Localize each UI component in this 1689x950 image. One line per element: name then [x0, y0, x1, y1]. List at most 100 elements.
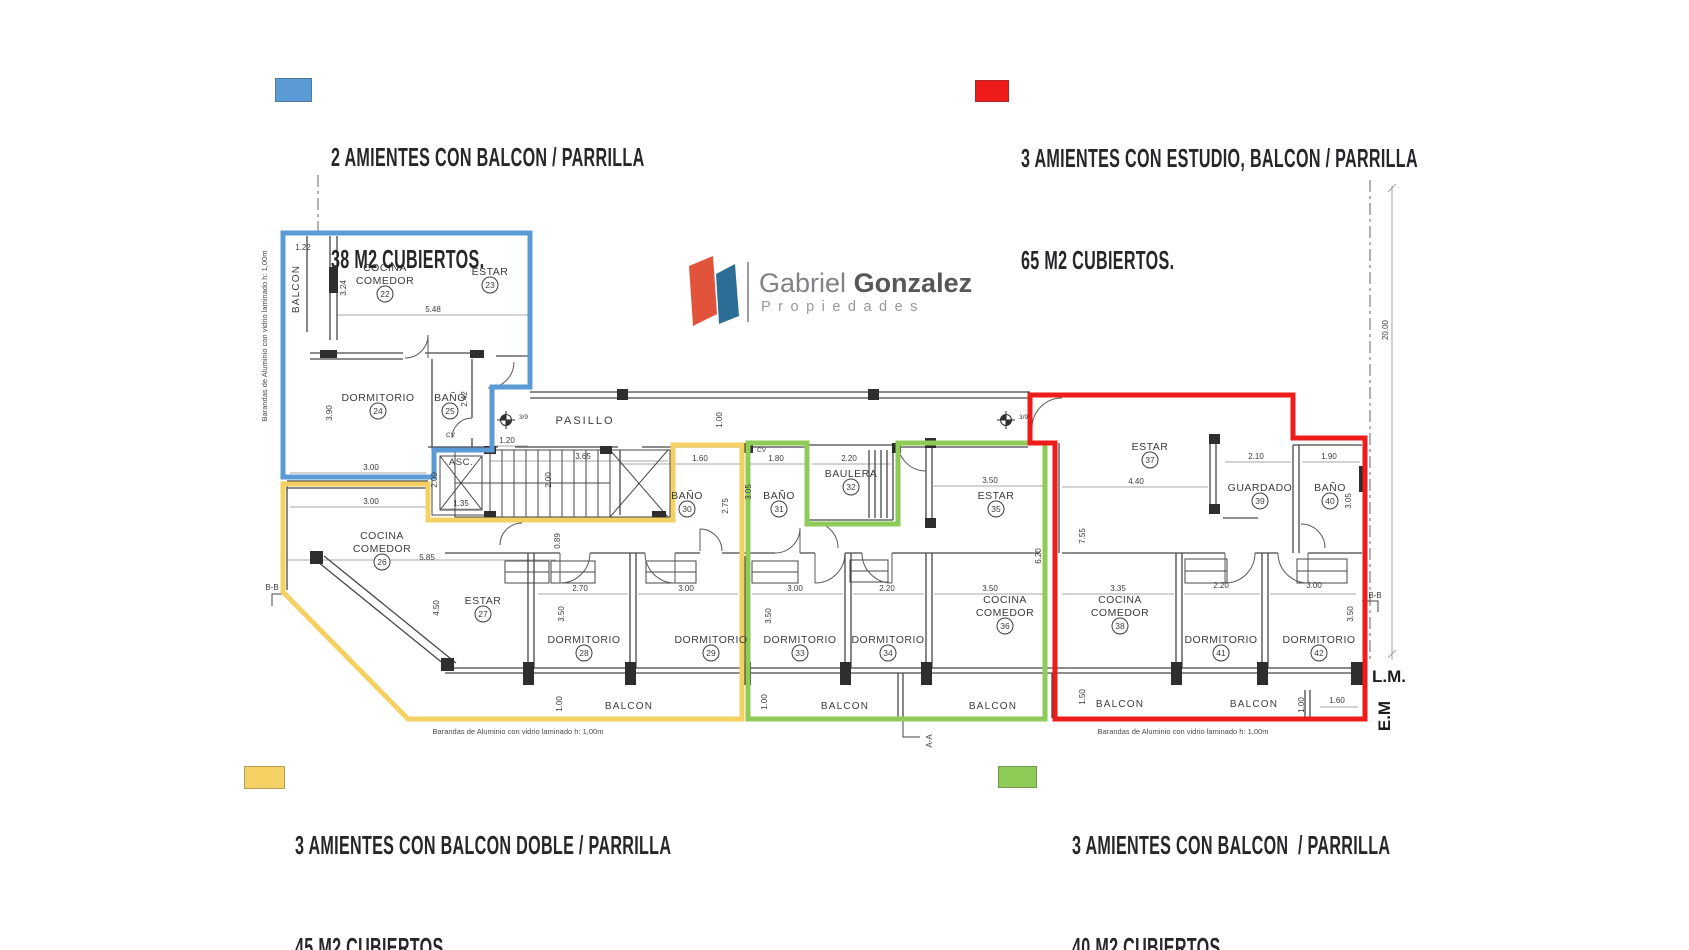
room-label: DORMITORIO — [341, 392, 414, 404]
unit-outline-green — [745, 440, 1048, 722]
room-number: 34 — [883, 648, 893, 658]
dim-label: 1.50 — [1078, 689, 1087, 705]
room-label: COMEDOR — [976, 607, 1034, 619]
room-label: COMEDOR — [353, 543, 411, 555]
dim-label: 2.70 — [572, 584, 588, 593]
small-mark-label: CV — [446, 432, 456, 439]
room-number: 25 — [445, 406, 455, 416]
level-mark-icon — [496, 410, 516, 430]
legend-red-line2: 65 M2 CUBIERTOS. — [1021, 245, 1175, 275]
railing-note-bottom-left: Barandas de Aluminio con vidrio laminado… — [433, 727, 604, 736]
column — [1171, 662, 1182, 685]
section-bb-right-label: B-B — [1368, 591, 1381, 600]
column — [625, 662, 636, 685]
room-label: BAULERA — [825, 468, 878, 480]
dim-label: 4.40 — [1128, 477, 1144, 486]
dim-label: 3.35 — [1110, 584, 1126, 593]
dim-label: 3.00 — [1306, 581, 1322, 590]
room-number-circle — [1321, 492, 1339, 510]
room-number-circle — [575, 644, 593, 662]
room-number-circle — [987, 500, 1005, 518]
column — [310, 551, 323, 564]
dim-label: 2.20 — [841, 454, 857, 463]
room-label: ESTAR — [1132, 441, 1169, 453]
dim-label: 3.90 — [325, 405, 334, 421]
dim-label: 2.20 — [879, 584, 895, 593]
room-number: 40 — [1325, 496, 1335, 506]
room-number-circle — [1141, 451, 1159, 469]
legend-swatch-blue — [275, 78, 312, 102]
dim-label: 3.24 — [339, 280, 348, 296]
room-number: 36 — [1000, 621, 1010, 631]
room-number-circle — [441, 402, 459, 420]
room-number: 32 — [846, 482, 856, 492]
legend-green-line2: 40 M2 CUBIERTOS. — [1072, 932, 1226, 950]
dim-label: 3.00 — [787, 584, 803, 593]
dim-label: 3.65 — [575, 452, 591, 461]
room-number: 24 — [373, 406, 383, 416]
legend-yellow-line2: 45 M2 CUBIERTOS. — [295, 932, 449, 950]
dim-label: 3.50 — [1346, 606, 1355, 622]
dim-label: 3.50 — [557, 606, 566, 622]
municipal-line-label: L.M. — [1372, 667, 1406, 686]
unit-outline-blue — [280, 230, 533, 480]
room-number: 31 — [774, 504, 784, 514]
dim-label: 6.20 — [1034, 548, 1043, 564]
balcon-label: BALCON — [821, 701, 869, 712]
logo-buildings-icon — [689, 256, 739, 326]
balcon-label: BALCON — [1096, 699, 1144, 710]
room-label: ESTAR — [472, 266, 509, 278]
room-number: 29 — [706, 648, 716, 658]
room-number-circle — [842, 478, 860, 496]
room-number: 27 — [478, 609, 488, 619]
company-logo: Gabriel Gonzalez Propiedades — [683, 246, 1003, 332]
plan-labels: PASILLO ASC. BALCON Barandas de Aluminio… — [260, 251, 1406, 748]
dim-label: 20.00 — [1381, 319, 1390, 340]
legend-blue-line1: 2 AMIENTES CON BALCON / PARRILLA — [331, 142, 645, 172]
dim-label: 2.75 — [721, 498, 730, 514]
dim-label: 1.90 — [1321, 452, 1337, 461]
balcon-label: BALCON — [1230, 699, 1278, 710]
column — [617, 389, 628, 400]
dim-label: 2.00 — [430, 472, 439, 488]
small-mark-label: 3/9 — [519, 414, 528, 421]
room-label: COMEDOR — [1091, 607, 1149, 619]
dimension-labels: 1.225.483.243.902.423.003.001.202.001.35… — [295, 243, 1390, 713]
level-mark-icon — [996, 410, 1016, 430]
legend-red-line1: 3 AMIENTES CON ESTUDIO, BALCON / PARRILL… — [1021, 143, 1418, 173]
door-arcs — [404, 334, 1326, 584]
room-number-circle — [879, 644, 897, 662]
dim-label: 3.50 — [764, 608, 773, 624]
unit-outline-red — [1027, 392, 1368, 722]
room-number-circle — [369, 402, 387, 420]
dim-label: 1.22 — [295, 243, 311, 252]
column — [441, 658, 454, 671]
room-number: 23 — [485, 280, 495, 290]
elevator-label: ASC. — [449, 457, 473, 468]
column — [921, 662, 932, 685]
room-label: BAÑO — [763, 489, 795, 502]
legend-green-line1: 3 AMIENTES CON BALCON / PARRILLA — [1072, 830, 1391, 860]
room-number-circle — [376, 285, 394, 303]
room-label: DORMITORIO — [547, 634, 620, 646]
dim-label: 3.50 — [982, 584, 998, 593]
dim-label: 2.20 — [1213, 581, 1229, 590]
small-mark-label: CV — [757, 447, 767, 454]
legend-blue: 2 AMIENTES CON BALCON / PARRILLA 38 M2 C… — [331, 72, 645, 344]
room-number: 42 — [1314, 648, 1324, 658]
unit-outlines — [280, 230, 1368, 722]
column — [1351, 662, 1363, 685]
dim-label: 1.80 — [768, 454, 784, 463]
dim-label: 2.10 — [1248, 452, 1264, 461]
staircase — [454, 449, 671, 518]
column — [320, 350, 337, 358]
room-label: COMEDOR — [356, 275, 414, 287]
room-label: BAÑO — [1314, 481, 1346, 494]
column — [600, 446, 612, 454]
room-number: 38 — [1115, 621, 1125, 631]
room-number-circle — [996, 617, 1014, 635]
dim-label: 3.00 — [363, 497, 379, 506]
dim-label: 3.00 — [678, 584, 694, 593]
dim-label: 5.48 — [425, 305, 441, 314]
